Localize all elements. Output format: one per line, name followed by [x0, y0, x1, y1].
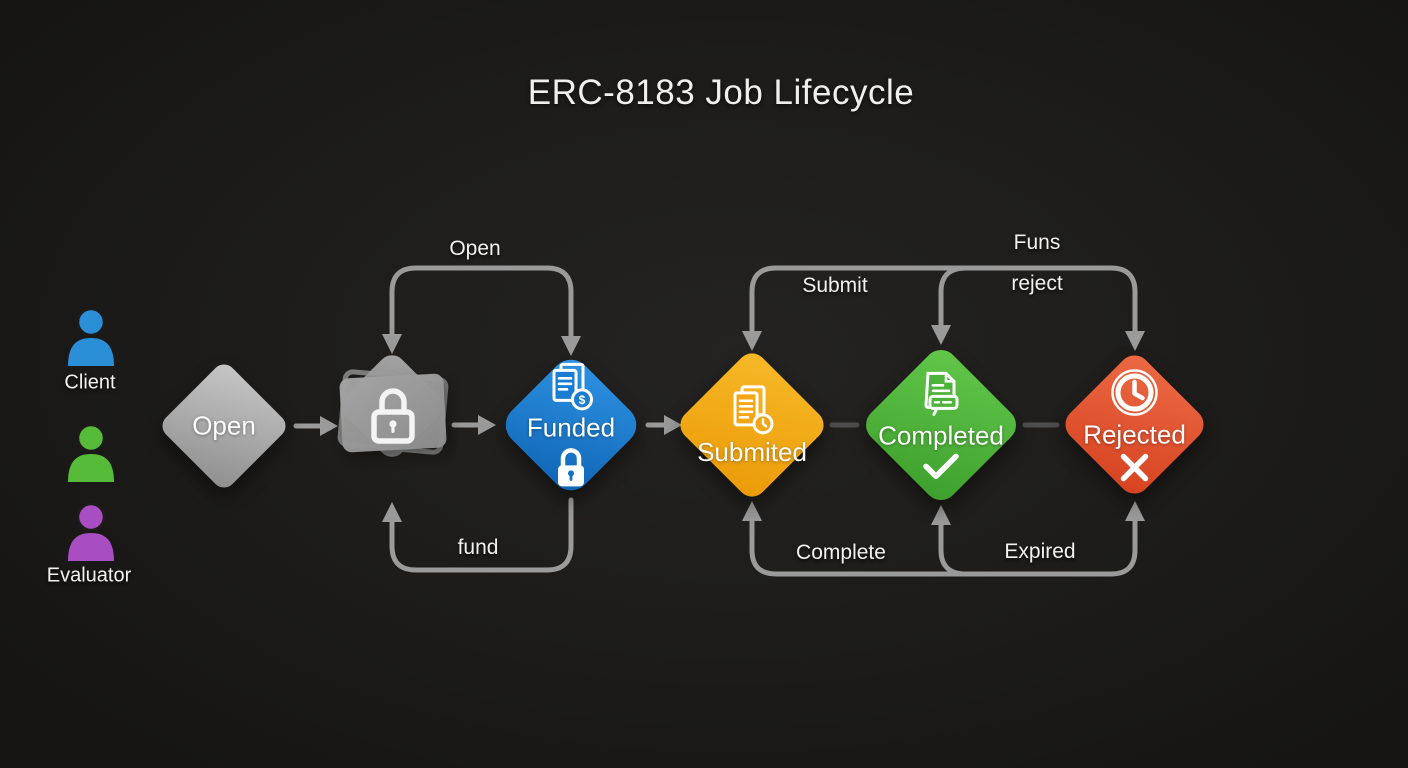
node-completed-label: Completed: [878, 420, 1004, 451]
arrowhead-down-completed: [931, 325, 951, 345]
actor-evaluator: [63, 502, 119, 566]
page-title: ERC-8183 Job Lifecycle: [527, 73, 915, 112]
arrowhead-down-funded: [561, 336, 581, 356]
person-icon: [68, 502, 114, 561]
edge-label-funs: Funs: [1013, 231, 1061, 254]
actor-worker: [63, 423, 119, 487]
edge-top-rail-path: [749, 265, 1138, 334]
document-comment-icon: [924, 371, 959, 416]
edge-label-complete: Complete: [796, 541, 886, 564]
arrowhead-down-submitted: [742, 331, 762, 351]
document-clock-icon: [733, 385, 774, 435]
checkmark-icon: [923, 453, 959, 480]
person-icon: [68, 423, 114, 482]
arrowhead-up-locked: [382, 502, 402, 522]
edge-bottom-rail-path: [749, 518, 1138, 577]
edge-label-submit: Submit: [802, 274, 868, 297]
arrowhead-down-locked: [382, 334, 402, 354]
actor-client: [63, 307, 119, 371]
edge-open-loop-path: [389, 265, 574, 339]
arrowhead-up-rejected: [1125, 501, 1145, 521]
node-funded-label: Funded: [526, 412, 616, 443]
node-completed: Completed: [858, 342, 1024, 508]
edge-label-expired: Expired: [1004, 540, 1076, 563]
arrowhead-up-submitted: [742, 501, 762, 521]
edge-label-fund: fund: [457, 536, 499, 559]
arrowhead-down-rejected: [1125, 331, 1145, 351]
edge-bottom-branch-path: [938, 522, 969, 577]
document-dollar-icon: $: [552, 362, 593, 411]
edge-label-reject: reject: [1011, 272, 1063, 295]
actor-evaluator-label: Evaluator: [46, 564, 132, 587]
node-open-label: Open: [192, 410, 256, 441]
edge-top-branch-path: [938, 265, 969, 328]
arrowhead-up-completed: [931, 505, 951, 525]
svg-text:$: $: [579, 393, 586, 407]
arrowhead-right-submitted: [664, 415, 682, 435]
arrowhead-right-funded: [478, 415, 496, 435]
clock-icon: [1111, 368, 1158, 416]
x-mark-icon: [1120, 453, 1149, 481]
edge-fund-loop-path: [389, 497, 574, 573]
node-submitted: Submited: [674, 347, 830, 503]
edge-label-open: Open: [449, 237, 501, 260]
actor-client-label: Client: [64, 371, 116, 394]
padlock-icon: [367, 386, 419, 449]
node-rejected-label: Rejected: [1083, 418, 1186, 449]
node-rejected: Rejected: [1058, 348, 1211, 501]
arrowhead-right-locked: [320, 416, 338, 436]
person-icon: [68, 307, 114, 366]
node-funded: $ Funded: [497, 351, 645, 499]
node-submitted-label: Submited: [697, 436, 807, 467]
padlock-icon: [558, 448, 584, 487]
